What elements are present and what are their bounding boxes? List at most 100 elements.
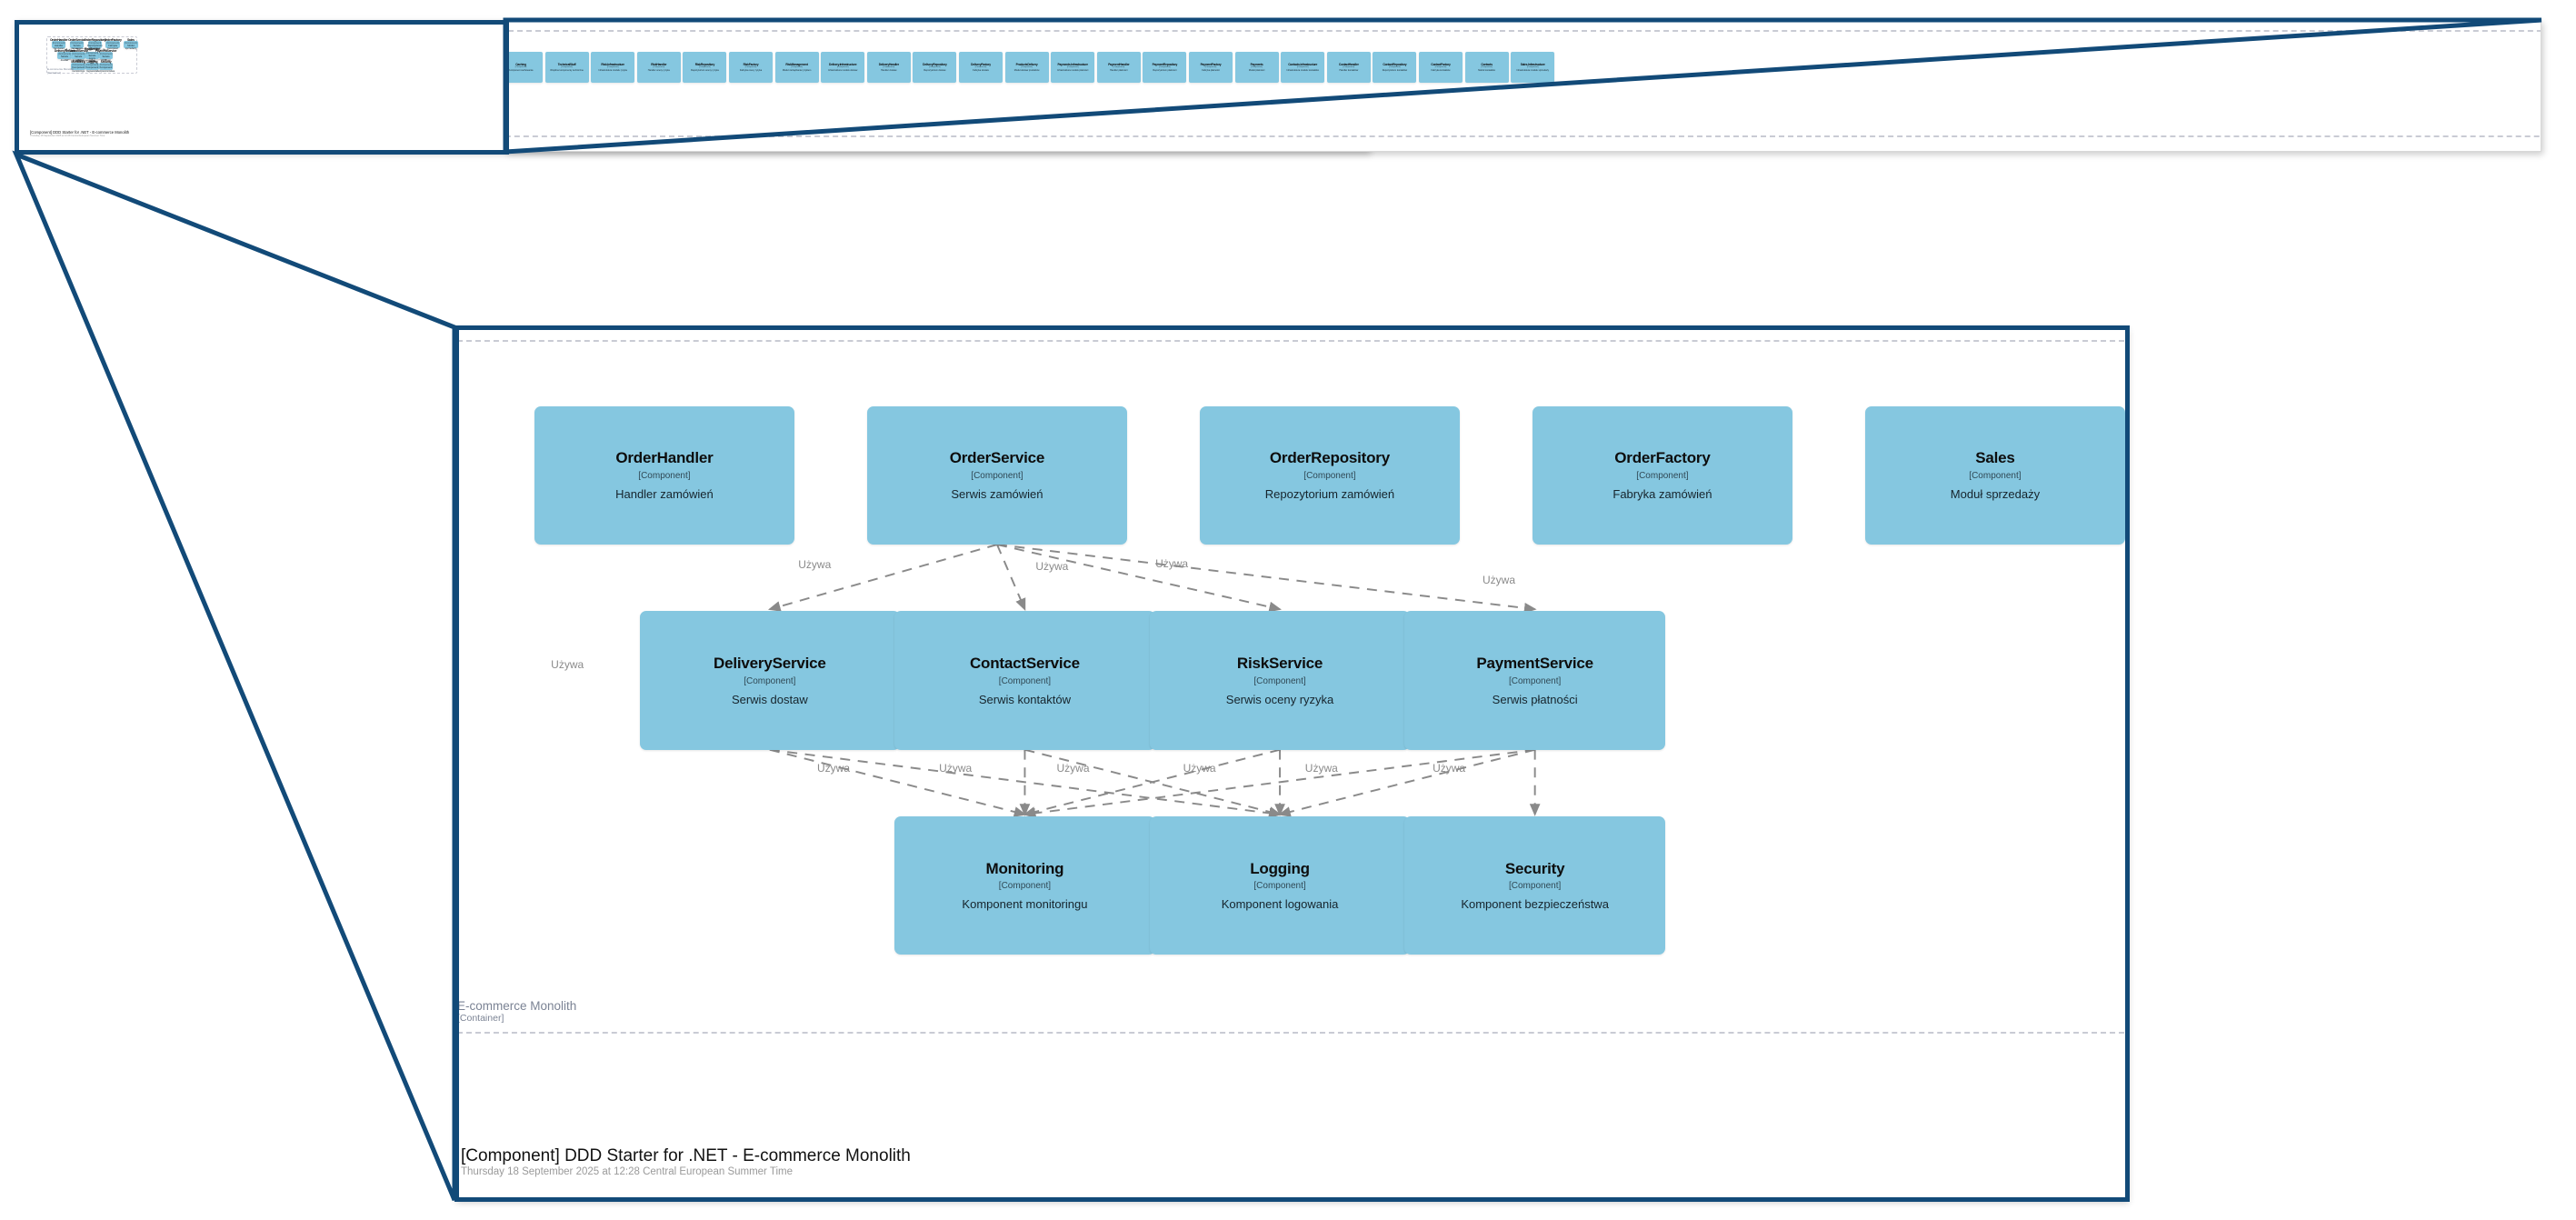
component-node[interactable]: Sales[Component]Moduł sprzedaży xyxy=(124,38,138,50)
component-node[interactable]: DeliveryService[Component]Serwis dostaw xyxy=(55,49,75,62)
component-node[interactable]: OrderRepository[Component]Repozytorium z… xyxy=(1199,405,1461,545)
component-node[interactable]: OrderRepository[Component]Repozytorium z… xyxy=(84,38,105,51)
diagram-caption-detail: [Component] DDD Starter for .NET - E-com… xyxy=(461,1146,911,1177)
component-node[interactable]: ProductsDelivery[Component]Moduł dostaw … xyxy=(1004,52,1049,83)
component-node[interactable]: Payments[Component]Moduł płatności xyxy=(1234,52,1279,83)
component-node[interactable]: Logging[Component]Komponent logowania xyxy=(1149,815,1411,955)
component-node[interactable]: Logging[Component]Komponent logowania xyxy=(85,60,100,73)
component-node[interactable]: ContactRepository[Component]Repozytorium… xyxy=(1373,52,1417,83)
component-node[interactable]: OrderFactory[Component]Fabryka zamówień xyxy=(105,38,122,51)
component-node[interactable]: OrderFactory[Component]Fabryka zamówień xyxy=(1532,405,1793,545)
component-node[interactable]: TechnicalStuff[Component]Wspólne kompone… xyxy=(544,52,589,83)
boundary-name: E-commerce Monolith xyxy=(457,998,577,1013)
relationship-label: Używa xyxy=(1482,574,1516,587)
component-type: [Component] xyxy=(85,51,99,55)
relationship-edge xyxy=(996,544,1282,613)
component-description: Handler oceny ryzyka xyxy=(647,68,670,72)
component-node[interactable]: RiskService[Component]Serwis oceny ryzyk… xyxy=(85,47,100,63)
component-description: Moduł sprzedaży xyxy=(1950,487,2041,502)
relationship-edge xyxy=(1023,748,1535,819)
component-type: [Component] xyxy=(1253,675,1306,686)
component-node[interactable]: ContactHandler[Component]Handler kontakt… xyxy=(1326,52,1371,83)
caption-title: [Component] DDD Starter for .NET - E-com… xyxy=(30,130,130,135)
component-description: Handler zamówień xyxy=(615,487,714,502)
component-description: Wspólne komponenty techniczne xyxy=(550,68,584,72)
component-name: RiskService xyxy=(1236,654,1323,672)
caption-title: [Component] DDD Starter for .NET - E-com… xyxy=(461,1146,911,1165)
component-node[interactable]: OrderHandler[Component]Handler zamówień xyxy=(50,38,68,51)
component-type: [Component] xyxy=(70,42,84,45)
component-description: Handler kontaktów xyxy=(1339,68,1359,72)
component-type: [Component] xyxy=(836,66,849,69)
component-type: [Component] xyxy=(1159,66,1171,69)
component-type: [Component] xyxy=(929,66,941,69)
component-node[interactable]: PaymentHandler[Component]Handler płatnoś… xyxy=(1096,52,1141,83)
component-node[interactable]: OrderService[Component]Serwis zamówień xyxy=(68,38,85,51)
relationship-label: Używa xyxy=(1433,762,1466,775)
component-node[interactable]: DeliveryService[Component]Serwis dostaw xyxy=(639,611,901,750)
component-name: OrderService xyxy=(949,449,1045,467)
component-node[interactable]: RiskFactory[Component]Fabryka oceny ryzy… xyxy=(729,52,773,83)
component-node[interactable]: PaymentFactory[Component]Fabryka płatnoś… xyxy=(1189,52,1233,83)
component-type: [Component] xyxy=(106,42,119,45)
component-node[interactable]: OrderService[Component]Serwis zamówień xyxy=(866,405,1128,545)
component-node[interactable]: Security[Component]Komponent bezpieczeńs… xyxy=(1404,815,1665,955)
detail-zoom-canvas[interactable]: OrderHandler[Component]Handler zamówień O… xyxy=(455,328,2126,1199)
component-node[interactable]: Risk.Infrastructure[Component]Infrastruk… xyxy=(591,52,635,83)
component-node[interactable]: RiskManagement[Component]Moduł zarządzan… xyxy=(774,52,819,83)
component-description: Serwis oceny ryzyka xyxy=(1225,692,1334,706)
component-type: [Component] xyxy=(883,66,895,69)
component-node[interactable]: PaymentService[Component]Serwis płatnośc… xyxy=(95,49,117,62)
component-description: Moduł kontaktów xyxy=(1478,68,1495,72)
component-type: [Component] xyxy=(998,881,1052,892)
component-node[interactable]: DeliveryFactory[Component]Fabryka dostaw xyxy=(959,52,1003,83)
component-node[interactable]: PaymentRepository[Component]Repozytorium… xyxy=(1143,52,1187,83)
component-type: [Component] xyxy=(1389,66,1401,69)
component-node[interactable]: RiskHandler[Component]Handler oceny ryzy… xyxy=(636,52,681,83)
component-description: Infrastruktura modułu kontaktów xyxy=(1286,68,1319,72)
component-node[interactable]: Monitoring[Component]Komponent monitorin… xyxy=(71,60,85,73)
component-node[interactable]: Contacts.Infrastructure[Component]Infras… xyxy=(1281,52,1325,83)
component-node[interactable]: Security[Component]Komponent bezpieczeńs… xyxy=(97,60,115,73)
relationship-label: Używa xyxy=(1155,556,1189,570)
detail-zoom-panel[interactable]: OrderHandler[Component]Handler zamówień O… xyxy=(454,327,2127,1200)
component-node[interactable]: OrderHandler[Component]Handler zamówień xyxy=(534,405,795,545)
component-description: Fabryka kontaktów xyxy=(1431,68,1451,72)
component-description: Repozytorium zamówień xyxy=(1264,487,1395,502)
component-node[interactable]: RiskRepository[Component]Repozytorium oc… xyxy=(683,52,727,83)
boundary-name: E-commerce Monolith xyxy=(47,67,75,72)
component-node[interactable]: Sales.Infrastructure[Component]Infrastru… xyxy=(1511,52,1555,83)
boundary-type: [Container] xyxy=(457,1013,504,1025)
component-type: [Component] xyxy=(971,471,1023,482)
component-type: [Component] xyxy=(1526,66,1539,69)
component-node[interactable]: DeliveryRepository[Component]Repozytoriu… xyxy=(913,52,957,83)
component-description: Komponent bezpieczeństwa xyxy=(1461,897,1609,912)
component-type: [Component] xyxy=(1021,66,1033,69)
component-type: [Component] xyxy=(1434,66,1447,69)
component-node[interactable]: Monitoring[Component]Komponent monitorin… xyxy=(894,815,1155,955)
component-name: Security xyxy=(100,60,112,65)
component-node[interactable]: Delivery.Infrastructure[Component]Infras… xyxy=(821,52,865,83)
component-type: [Component] xyxy=(1509,675,1562,686)
relationship-edge xyxy=(769,748,1282,819)
relationship-edge xyxy=(75,46,79,51)
component-node[interactable]: ContactService[Component]Serwis kontaktó… xyxy=(68,48,89,62)
component-type: [Component] xyxy=(1251,66,1263,69)
component-node[interactable]: Payments.Infrastructure[Component]Infras… xyxy=(1051,52,1095,83)
relationship-edge xyxy=(1023,748,1281,817)
component-node[interactable]: ContactFactory[Component]Fabryka kontakt… xyxy=(1419,52,1463,83)
component-node[interactable]: Contacts[Component]Moduł kontaktów xyxy=(1464,52,1509,83)
component-node[interactable]: Sales[Component]Moduł sprzedaży xyxy=(1864,405,2126,545)
relationship-edge xyxy=(64,47,77,51)
component-name: ContactService xyxy=(68,48,89,53)
component-node[interactable]: ContactService[Component]Serwis kontaktó… xyxy=(894,611,1155,750)
component-node[interactable]: PaymentService[Component]Serwis płatnośc… xyxy=(1404,611,1665,750)
relationship-label: Używa xyxy=(816,762,851,775)
component-node[interactable]: Caching[Component]Komponent cachowania xyxy=(506,52,543,83)
component-node[interactable]: DeliveryHandler[Component]Handler dostaw xyxy=(866,52,911,83)
component-description: Moduł dostaw produktów xyxy=(1013,68,1040,72)
component-node[interactable]: RiskService [Component] Serwis oceny ryzyk… xyxy=(1149,611,1411,750)
